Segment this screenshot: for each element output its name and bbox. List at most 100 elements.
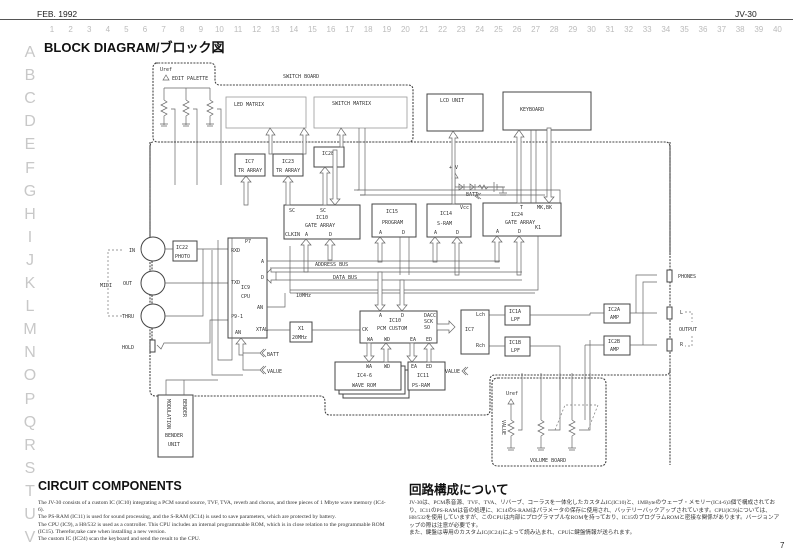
ic11-ed-label: ED — [426, 364, 432, 370]
ic2a-sub-label: AMP — [610, 315, 619, 321]
ic24-sub-label: GATE ARRAY — [505, 220, 535, 226]
column-number: 20 — [400, 25, 410, 34]
main-board-outline — [149, 141, 671, 465]
column-number: 14 — [289, 25, 299, 34]
ic2a-label: IC2A — [608, 307, 620, 313]
ic10-a-label: A — [305, 232, 308, 238]
circuit-components-ja-paragraph: JV-30は、PCM系音源、TVF、TVA、リバーブ、コーラスを一体化したカスタ… — [409, 500, 780, 529]
ic24-k1-label: K1 — [535, 225, 541, 231]
circuit-components-ja-title: 回路構成について — [409, 483, 509, 497]
switch-matrix-box — [313, 96, 408, 129]
row-letter: V — [24, 529, 36, 547]
ic9-txd-label: TXD — [231, 280, 240, 286]
ic14-d-label: D — [456, 230, 459, 236]
midi-in-label: IN — [129, 248, 135, 254]
ic10-sub-label: GATE ARRAY — [305, 223, 335, 229]
column-number: 33 — [642, 25, 652, 34]
output-l-label: L — [680, 310, 683, 316]
column-number: 18 — [363, 25, 373, 34]
ic11-ps-ram-box — [407, 361, 446, 391]
row-letter: P — [24, 390, 36, 408]
ic10b-ea-label: EA — [410, 337, 416, 343]
row-letter: M — [23, 321, 37, 339]
ic22-sub-label: PHOTO — [175, 254, 190, 260]
volume-value-label: VALUE — [500, 420, 506, 435]
ic10-clkin-label: CLKIN — [285, 232, 300, 238]
block-diagram: .bx { fill:#fff; stroke:#444; stroke-wid… — [100, 62, 697, 467]
hold-label: HOLD — [122, 345, 134, 351]
ic1b-lpf-box — [504, 336, 531, 357]
ic9-sub-label: CPU — [241, 294, 250, 300]
row-letter: U — [24, 506, 36, 523]
switch-board-outline — [152, 62, 414, 143]
ic2b-amp-box — [603, 335, 631, 356]
row-letter: Q — [23, 413, 37, 431]
column-number: 1 — [49, 25, 55, 34]
ic7b-label: IC7 — [465, 327, 474, 333]
circuit-components-title: CIRCUIT COMPONENTS — [38, 479, 182, 493]
value-input-arrow — [242, 355, 267, 375]
row-letter: I — [27, 228, 33, 246]
ic11-label: IC11 — [417, 373, 429, 379]
midi-in-jack — [140, 236, 166, 262]
ic46-label: IC4-6 — [357, 373, 372, 379]
ic10-gate-array-box — [283, 204, 361, 240]
midi-thru-jack — [140, 303, 166, 329]
midi-thru-label: THRU — [122, 314, 134, 320]
edit-palette-pot-2-icon — [182, 99, 190, 127]
row-letter: C — [24, 90, 36, 108]
column-number: 24 — [475, 25, 485, 34]
column-number: 37 — [717, 25, 727, 34]
row-letter: K — [24, 275, 36, 292]
ic14-vcc-label: Vcc — [460, 205, 469, 211]
ic24-d-label: D — [518, 229, 521, 235]
switch-matrix-label: SWITCH MATRIX — [332, 101, 371, 107]
ic15-d-label: D — [402, 230, 405, 236]
column-number: 11 — [233, 25, 243, 34]
column-number: 30 — [586, 25, 596, 34]
value-out-label: VALUE — [445, 369, 460, 375]
ic23-label: IC23 — [282, 159, 294, 165]
modulation-label: MODULATION — [165, 399, 171, 429]
row-letter: G — [23, 182, 37, 200]
column-number: 39 — [754, 25, 764, 34]
ic10b-dacc-label: DACC — [424, 313, 436, 319]
column-number: 5 — [124, 25, 129, 34]
row-letter: J — [26, 251, 34, 269]
row-letter: H — [24, 205, 36, 223]
bender-unit-line2: UNIT — [168, 442, 180, 448]
output-label: OUTPUT — [679, 327, 697, 333]
bender-label: BENDER — [181, 399, 187, 418]
battery-icon — [477, 182, 507, 196]
ic1b-label: IC1B — [509, 340, 521, 346]
keyboard-label: KEYBOARD — [520, 107, 544, 113]
data-bus-arrow — [263, 268, 277, 284]
column-number: 10 — [214, 25, 224, 34]
column-number: 7 — [161, 25, 166, 34]
ic24-mkbk-label: MK,BK — [537, 205, 552, 211]
ic10-sc2-label: SC — [320, 208, 326, 214]
edit-palette-pot-3-icon — [206, 99, 214, 127]
ic10b-wa-label: WA — [367, 337, 373, 343]
ic24-label: IC24 — [511, 212, 523, 218]
ic46-sub-label: WAVE ROM — [352, 383, 376, 389]
diode-icon — [458, 183, 476, 191]
ic10b-so-label: SO — [424, 325, 430, 331]
row-letter: L — [25, 298, 35, 316]
midi-label: MIDI — [100, 283, 112, 289]
output-l-jack — [666, 306, 673, 320]
ic1a-label: IC1A — [509, 309, 521, 315]
ic7-box — [234, 153, 266, 177]
row-letter: O — [23, 367, 37, 385]
header-model: JV-30 — [735, 9, 757, 19]
batt-arrow-icon — [474, 192, 482, 200]
column-number: 2 — [68, 25, 73, 34]
column-number: 4 — [105, 25, 111, 34]
phones-label: PHONES — [678, 274, 696, 280]
column-number: 19 — [382, 25, 392, 34]
data-bus-line — [276, 271, 522, 281]
column-number: 23 — [456, 25, 466, 34]
ic14-s-ram-box — [426, 203, 472, 238]
midi-out-jack — [140, 270, 166, 296]
ic10b-a-label: A — [379, 313, 382, 319]
